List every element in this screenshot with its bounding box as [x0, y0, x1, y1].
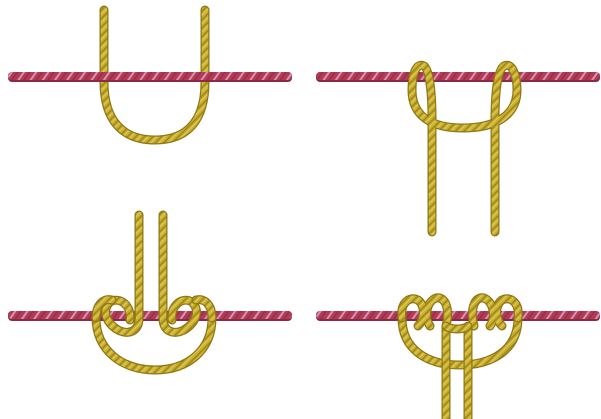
panel-2: [316, 65, 600, 232]
panel-2-rope: [412, 65, 517, 232]
panel-3: [8, 215, 292, 370]
panel-1: [8, 10, 292, 140]
panel-1-bar: [8, 72, 292, 82]
panel-2-bar: [316, 72, 600, 82]
panel-3-bar: [8, 311, 292, 321]
panel-3-rope: [96, 215, 212, 370]
panel-4: [316, 298, 600, 419]
panel-4-bar: [316, 311, 600, 321]
